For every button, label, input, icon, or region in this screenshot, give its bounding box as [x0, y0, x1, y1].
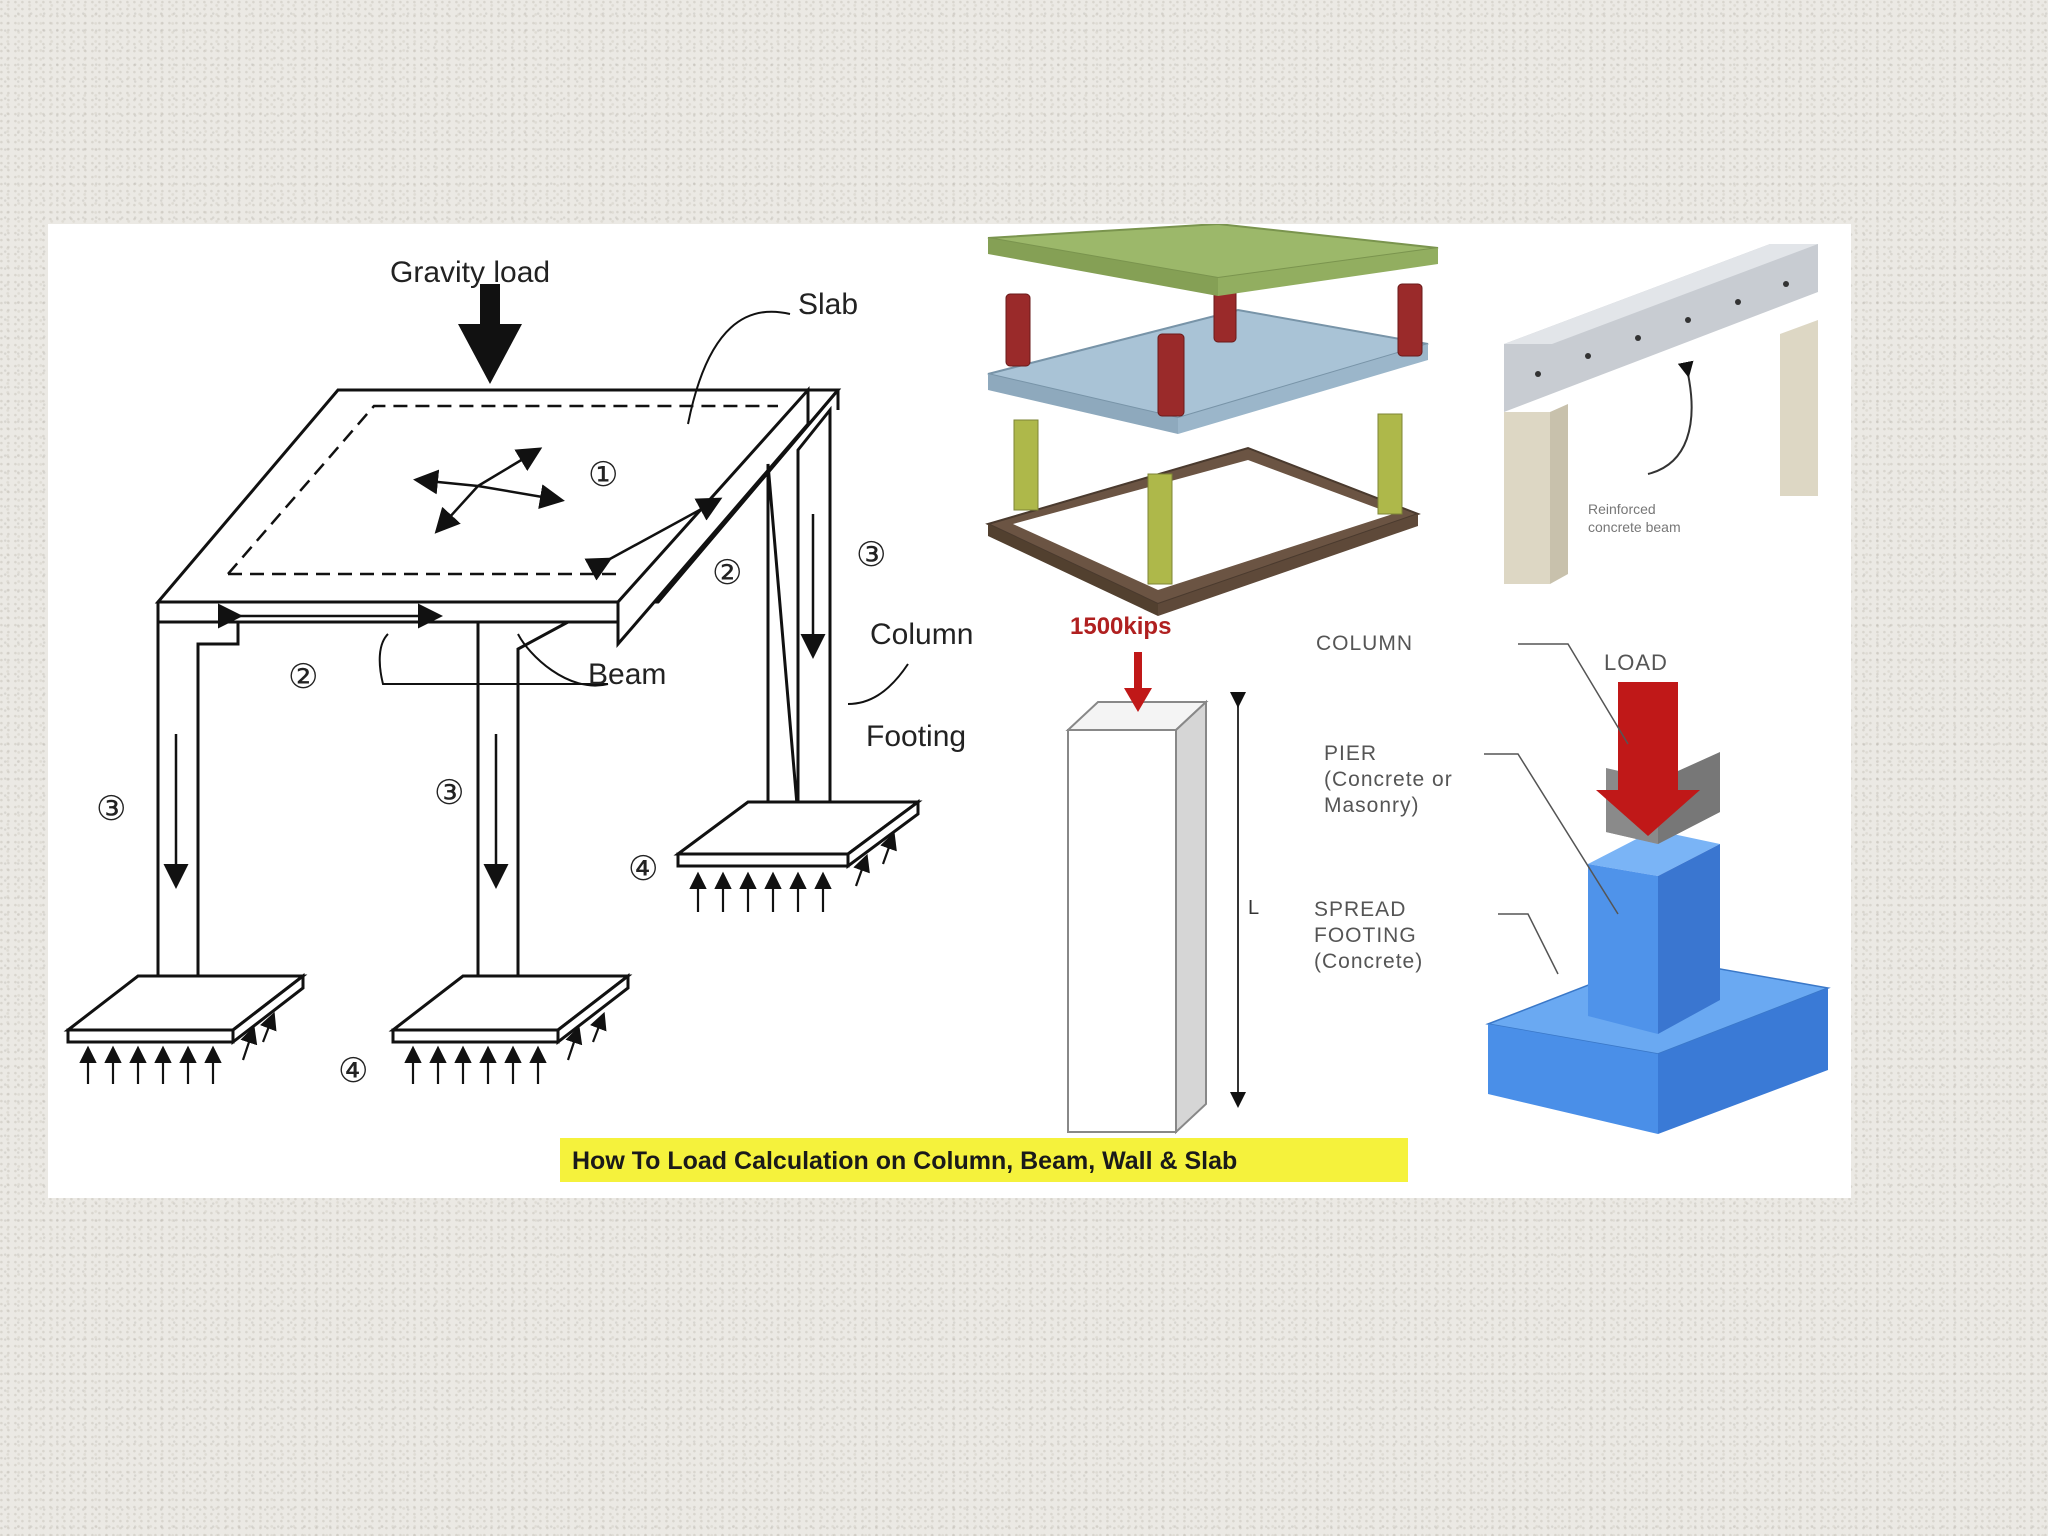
footing-middle — [388, 972, 633, 1046]
pier-callout-line3: Masonry) — [1324, 794, 1420, 817]
beam-caption-line2: concrete beam — [1588, 519, 1681, 535]
beam-arrows — [218, 497, 723, 629]
column-arrows — [163, 514, 826, 889]
footing-left — [63, 972, 308, 1046]
pier-callout-line2: (Concrete or — [1324, 768, 1453, 791]
soil-reaction-arrows — [79, 831, 897, 1084]
column-label: Column — [870, 618, 973, 651]
exploded-structure-model — [985, 224, 1439, 616]
beam-caption-line1: Reinforced — [1588, 501, 1656, 517]
step-2-side-beam: ② — [712, 554, 742, 592]
step-1-slab: ① — [588, 456, 618, 494]
step-2-front-beam: ② — [288, 658, 318, 696]
leader-lines — [378, 310, 909, 705]
footing-label: Footing — [866, 720, 966, 753]
column-under-load — [1065, 652, 1246, 1135]
caption-banner — [560, 1138, 1408, 1182]
spread-footing-model — [1485, 682, 1831, 1134]
slab-distribution-arrows — [413, 447, 565, 534]
reinforced-beam-render — [1504, 244, 1818, 584]
step-3-back-column: ③ — [856, 536, 886, 574]
column-callout: COLUMN — [1316, 632, 1413, 655]
gravity-load-arrow — [458, 284, 522, 384]
footing-right — [673, 799, 923, 869]
upper-red-columns — [1005, 283, 1423, 417]
load-path-diagram: Gravity load Slab Beam Column Footing ① … — [63, 224, 1831, 1182]
spread-footing-line1: SPREAD — [1314, 898, 1406, 921]
diagram-panel: Gravity load Slab Beam Column Footing ① … — [48, 224, 1851, 1198]
load-callout: LOAD — [1604, 650, 1668, 675]
beam-label: Beam — [588, 658, 666, 691]
load-value-label: 1500kips — [1070, 613, 1171, 640]
footing-leader-lines — [1484, 643, 1629, 975]
step-3-left-column: ③ — [96, 790, 126, 828]
length-label: L — [1248, 897, 1259, 919]
slab-label: Slab — [798, 288, 858, 321]
step-4-right-footing: ④ — [628, 850, 658, 888]
spread-footing-line2: FOOTING — [1314, 924, 1417, 947]
gravity-load-label: Gravity load — [390, 256, 550, 289]
step-4-middle-footing: ④ — [338, 1052, 368, 1090]
caption-text: How To Load Calculation on Column, Beam,… — [572, 1147, 1237, 1175]
pier-callout-line1: PIER — [1324, 742, 1377, 765]
spread-footing-line3: (Concrete) — [1314, 950, 1423, 973]
step-3-middle-column: ③ — [434, 774, 464, 812]
